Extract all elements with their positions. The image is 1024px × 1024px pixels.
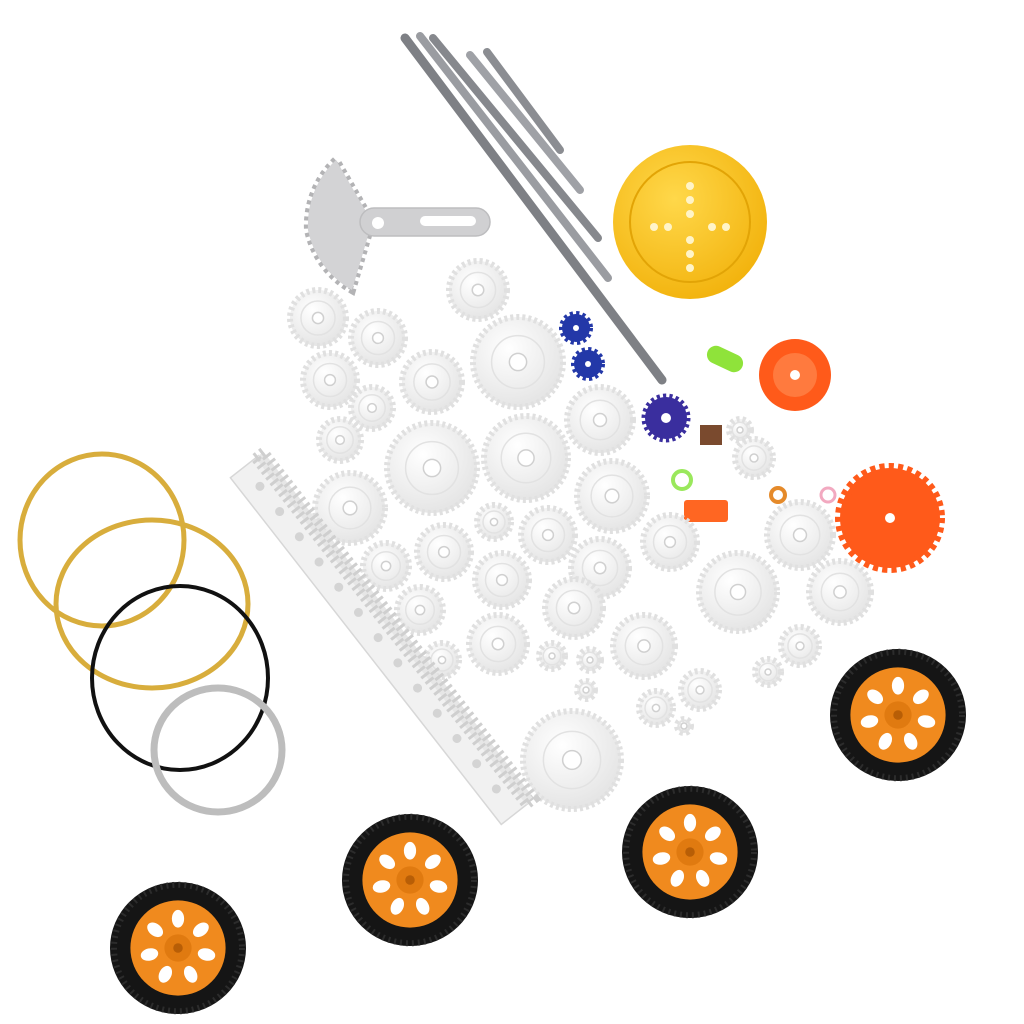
white-gear: [518, 505, 578, 565]
metal-shaft: [429, 34, 602, 242]
white-gear: [678, 668, 722, 712]
wheels: [110, 648, 966, 1015]
white-gear: [778, 624, 822, 668]
white-gear: [542, 576, 606, 640]
rubber-band-yellow: [53, 517, 251, 691]
white-gear: [764, 499, 836, 571]
white-gear: [636, 688, 676, 728]
white-gear: [466, 612, 530, 676]
white-gear: [610, 612, 678, 680]
metal-shaft: [416, 32, 612, 282]
orange-parts: [684, 339, 945, 573]
white-gear: [399, 349, 465, 415]
white-gear: [481, 413, 571, 503]
metal-shaft: [400, 33, 667, 385]
white-gear: [446, 258, 510, 322]
white-gear: [384, 420, 480, 516]
white-gear: [474, 502, 514, 542]
pink-ring: [819, 486, 837, 504]
white-gear: [312, 470, 388, 546]
white-gear: [726, 416, 754, 444]
wheel: [622, 785, 758, 919]
wheel: [110, 881, 246, 1015]
white-gear: [287, 287, 349, 349]
wheel: [830, 648, 966, 782]
metal-shafts: [400, 32, 667, 385]
metal-shaft: [483, 48, 564, 154]
white-gear: [300, 350, 360, 410]
white-gear: [470, 314, 566, 410]
white-gear: [674, 716, 694, 736]
white-gear: [348, 384, 396, 432]
white-gear: [732, 436, 776, 480]
white-gear: [520, 708, 624, 812]
yellow-pulley: [613, 145, 767, 299]
white-gear: [574, 678, 598, 702]
white-gears: [287, 258, 874, 812]
white-gear: [422, 640, 462, 680]
sector-gear: [303, 153, 491, 296]
rubber-band-black: [90, 584, 270, 772]
rubber-bands: [17, 451, 286, 816]
orange-spacer: [684, 500, 728, 522]
white-gear: [806, 558, 874, 626]
white-gear: [348, 308, 408, 368]
small-parts: [671, 345, 744, 491]
rubber-band-yellow: [17, 451, 187, 629]
green-ring: [671, 469, 693, 491]
white-gear: [316, 416, 364, 464]
metal-shaft: [466, 51, 584, 194]
blue-gears: [559, 311, 691, 443]
brown-bushing: [700, 425, 722, 445]
white-gear: [640, 512, 700, 572]
white-gear: [576, 646, 604, 674]
white-gear: [696, 550, 780, 634]
white-gear: [536, 640, 568, 672]
white-gear: [564, 384, 636, 456]
white-gear: [472, 550, 532, 610]
rubber-band-gray: [150, 684, 286, 816]
wheel: [342, 813, 478, 947]
white-gear: [360, 540, 412, 592]
white-gear: [394, 584, 446, 636]
white-gear: [752, 656, 784, 688]
gear-rack: [229, 444, 542, 826]
orange-ring: [769, 486, 787, 504]
green-coupler: [706, 345, 744, 373]
white-gear: [574, 458, 650, 534]
white-gear: [414, 522, 474, 582]
